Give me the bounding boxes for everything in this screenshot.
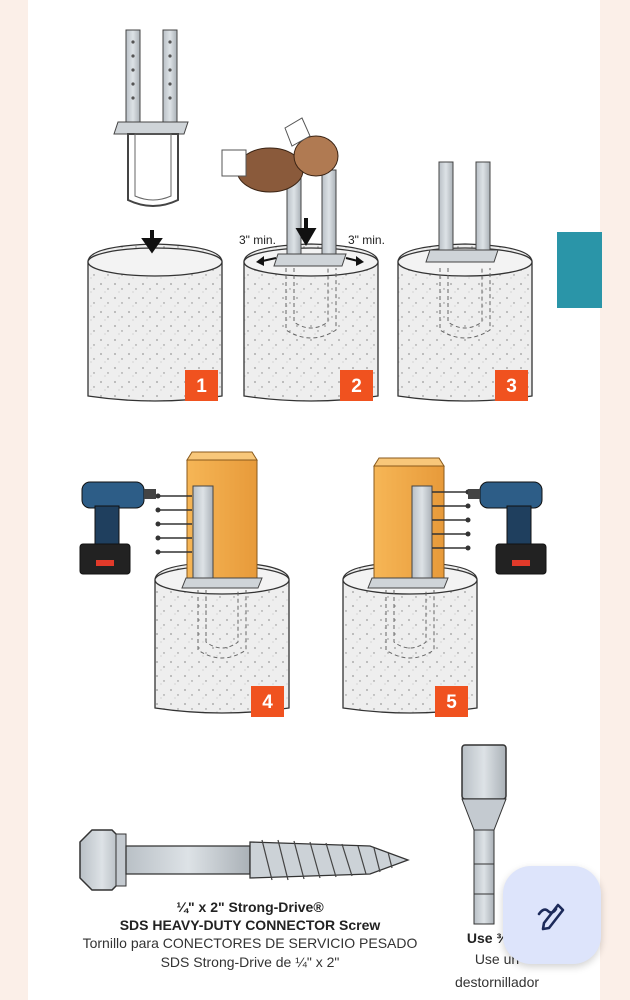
step-2-badge bbox=[340, 370, 373, 401]
screw-caption: ¼" x 2" Strong-Drive® SDS HEAVY-DUTY CON… bbox=[50, 898, 450, 972]
screw-name: SDS HEAVY-DUTY CONNECTOR Screw bbox=[119, 917, 381, 933]
step-5-number: 5 bbox=[446, 692, 457, 713]
step-3-panel: 3 bbox=[397, 161, 533, 402]
step-4-panel: 4 bbox=[79, 451, 290, 717]
screw-spanish-line2: SDS Strong-Drive de ¼" x 2" bbox=[160, 954, 340, 970]
dimension-right: 3" min. bbox=[348, 233, 385, 247]
driver-bit-illustration bbox=[461, 744, 507, 925]
driver-spanish-line1: Use un bbox=[474, 951, 520, 967]
step-3-badge bbox=[495, 370, 528, 401]
step-1-badge bbox=[185, 370, 218, 401]
screw-spanish-line1: Tornillo para CONECTORES DE SERVICIO PES… bbox=[82, 935, 418, 951]
step-4-badge bbox=[251, 686, 284, 717]
step-2-number: 2 bbox=[351, 376, 362, 397]
drill-icon bbox=[79, 481, 156, 575]
edit-fab-button[interactable] bbox=[503, 866, 601, 964]
driver-spanish-line2: destornillador bbox=[454, 974, 540, 990]
step-1-panel: 1 bbox=[87, 29, 223, 402]
side-tab[interactable] bbox=[557, 232, 602, 308]
step-5-badge bbox=[435, 686, 468, 717]
edit-pen-icon bbox=[537, 903, 565, 931]
dimension-left: 3" min. bbox=[239, 233, 276, 247]
drill-icon bbox=[468, 481, 547, 575]
screw-size: ¼" x 2" Strong-Drive® bbox=[176, 899, 324, 915]
step-5-panel: 5 bbox=[342, 457, 547, 717]
sds-screw-illustration bbox=[79, 829, 410, 891]
step-3-number: 3 bbox=[506, 376, 517, 397]
step-4-number: 4 bbox=[262, 692, 273, 713]
step-1-number: 1 bbox=[196, 376, 207, 397]
step-2-panel: 3" min. 3" min. 2 bbox=[221, 117, 385, 402]
